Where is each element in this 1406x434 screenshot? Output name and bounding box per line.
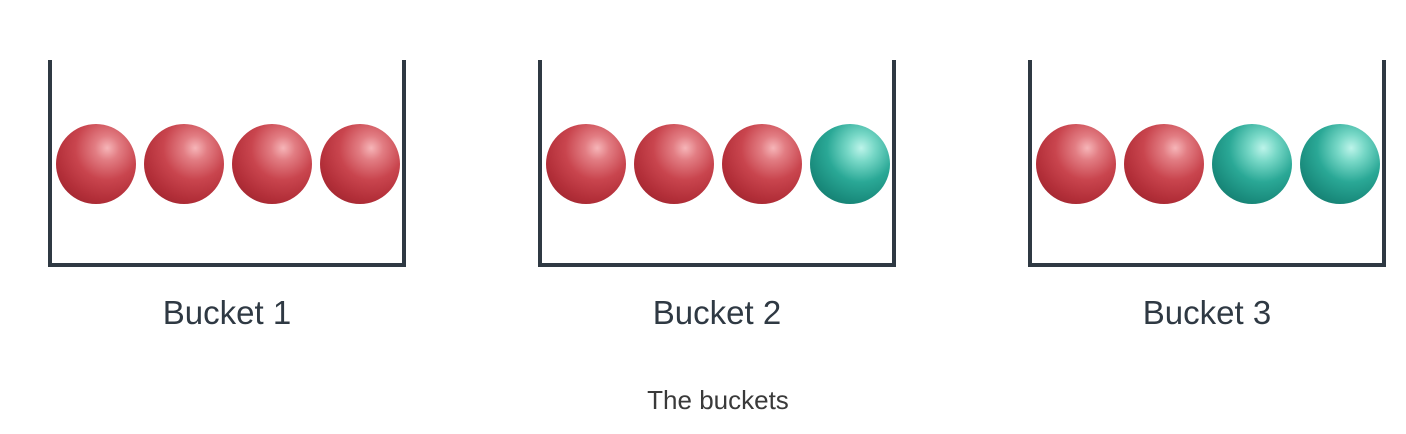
- teal-ball: [1300, 124, 1380, 204]
- red-ball: [722, 124, 802, 204]
- bucket-3: [1028, 60, 1386, 270]
- bucket-3-balls: [1036, 124, 1380, 204]
- red-ball: [634, 124, 714, 204]
- bucket-1-label: Bucket 1: [162, 294, 292, 331]
- red-ball: [546, 124, 626, 204]
- bucket-2-label: Bucket 2: [652, 294, 782, 331]
- red-ball: [1124, 124, 1204, 204]
- figure-caption: The buckets: [647, 385, 789, 415]
- teal-ball: [1212, 124, 1292, 204]
- red-ball: [320, 124, 400, 204]
- bucket-1-container: [48, 60, 406, 267]
- red-ball: [1036, 124, 1116, 204]
- red-ball: [144, 124, 224, 204]
- teal-ball: [810, 124, 890, 204]
- bucket-3-container: [1028, 60, 1386, 267]
- bucket-2: [538, 60, 896, 270]
- red-ball: [56, 124, 136, 204]
- bucket-2-container: [538, 60, 896, 267]
- bucket-1-balls: [56, 124, 400, 204]
- red-ball: [232, 124, 312, 204]
- bucket-3-label: Bucket 3: [1142, 294, 1272, 331]
- bucket-2-balls: [546, 124, 890, 204]
- bucket-1: [48, 60, 406, 270]
